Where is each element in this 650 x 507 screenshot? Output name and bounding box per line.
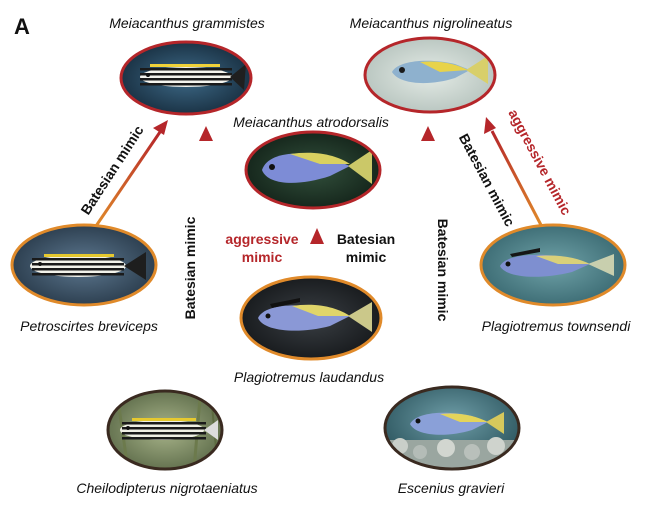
photo-escenius-gravieri <box>383 385 521 471</box>
photo-meiacanthus-grammistes <box>119 40 253 116</box>
label-petroscirtes-breviceps: Petroscirtes breviceps <box>20 318 158 334</box>
relation-label-gravieri-batesian: Batesian mimic <box>435 218 451 322</box>
photo-petroscirtes-breviceps <box>10 223 158 307</box>
relation-label-laudandus-aggressive-line1: aggressive <box>225 231 299 247</box>
label-meiacanthus-nigrolineatus: Meiacanthus nigrolineatus <box>349 15 513 31</box>
relation-label-laudandus-aggressive: aggressive mimic <box>222 230 302 266</box>
photo-plagiotremus-townsendi <box>479 223 627 307</box>
arrow-breviceps-to-grammistes <box>94 120 168 227</box>
arrow-laudandus-to-atrodorsalis <box>310 228 324 278</box>
label-meiacanthus-atrodorsalis: Meiacanthus atrodorsalis <box>233 114 389 130</box>
label-cheilodipterus-nigrotaeniatus: Cheilodipterus nigrotaeniatus <box>76 480 258 496</box>
arrow-gravieri-to-nigrolineatus <box>421 126 435 392</box>
photo-plagiotremus-laudandus <box>239 275 383 361</box>
panel-label: A <box>14 14 30 39</box>
photo-meiacanthus-atrodorsalis <box>244 130 382 210</box>
relation-label-nigrotaeniatus-batesian: Batesian mimic <box>182 216 198 320</box>
relation-label-laudandus-batesian-line2: mimic <box>345 249 387 265</box>
relation-label-laudandus-batesian: Batesian mimic <box>328 230 404 266</box>
photo-cheilodipterus-nigrotaeniatus <box>106 389 224 471</box>
arrow-townsendi-to-nigrolineatus <box>484 117 543 226</box>
relation-label-laudandus-aggressive-line2: mimic <box>241 249 283 265</box>
label-meiacanthus-grammistes: Meiacanthus grammistes <box>109 15 265 31</box>
arrow-nigrotaeniatus-to-grammistes <box>199 126 213 392</box>
label-plagiotremus-townsendi: Plagiotremus townsendi <box>481 318 631 334</box>
label-escenius-gravieri: Escenius gravieri <box>397 480 505 496</box>
label-plagiotremus-laudandus: Plagiotremus laudandus <box>233 369 385 385</box>
photo-meiacanthus-nigrolineatus <box>363 36 497 114</box>
relation-label-laudandus-batesian-line1: Batesian <box>336 231 396 247</box>
